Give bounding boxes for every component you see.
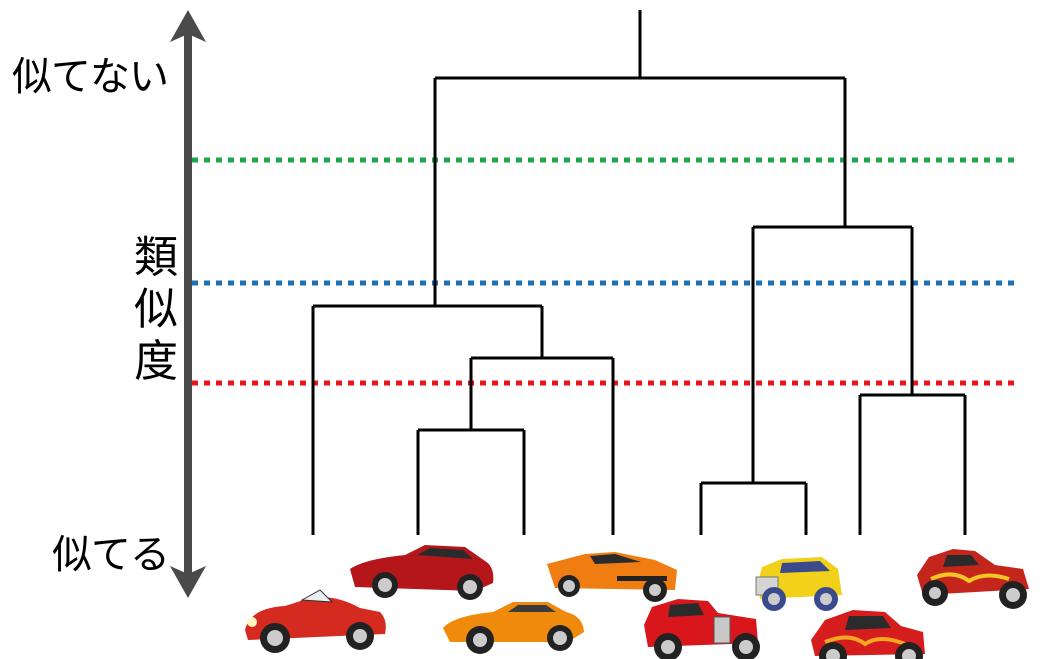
axis-bottom-label: 似てる [52, 522, 169, 580]
threshold-lines [192, 160, 1015, 383]
axis-top-label: 似てない [12, 44, 168, 102]
axis-vertical-label: 類似度 [128, 232, 184, 388]
red-gt-coupe-car-icon [350, 545, 493, 600]
car-leaves [245, 545, 1029, 659]
red-flame-roadster-car-icon [917, 549, 1029, 609]
yellow-vintage-car-icon [756, 557, 842, 611]
orange-sports-coupe-car-icon [443, 602, 584, 654]
red-hot-rod-car-icon [644, 599, 760, 659]
red-flame-hot-rod-car-icon [811, 610, 925, 659]
dendrogram-tree [313, 10, 965, 535]
red-roadster-car-icon [245, 590, 386, 653]
orange-muscle-car-icon [547, 552, 677, 602]
